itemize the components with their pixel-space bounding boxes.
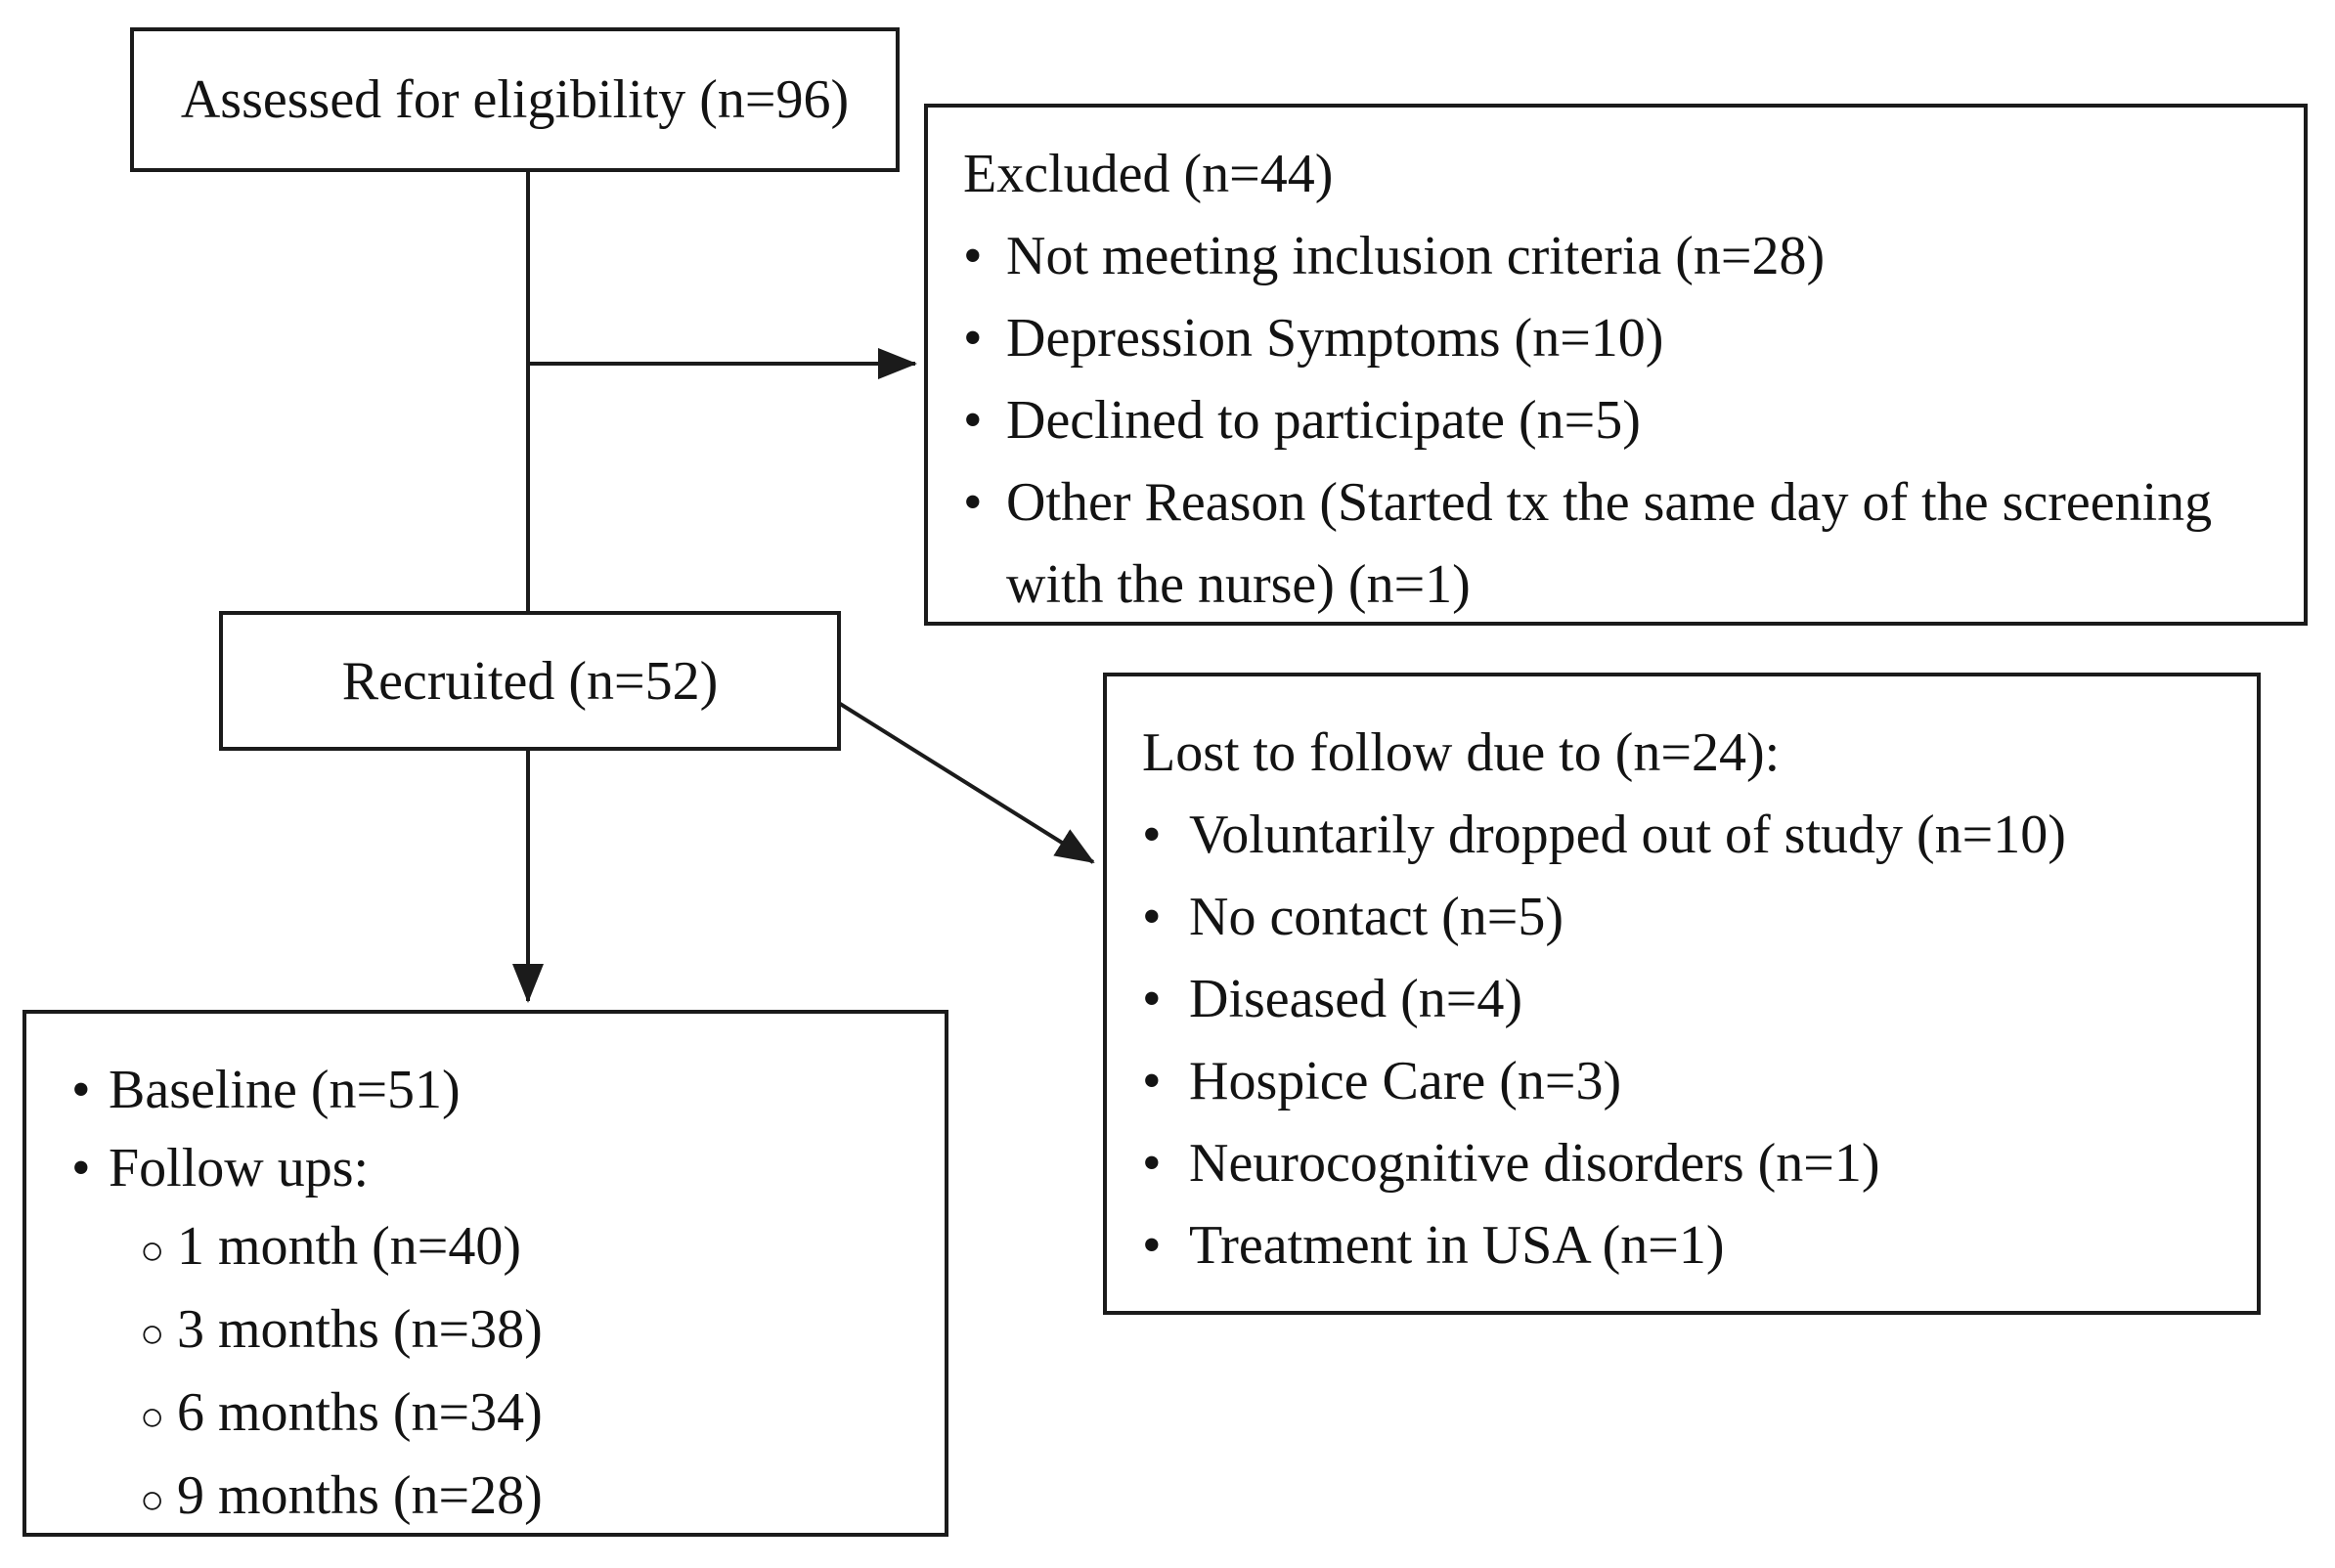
excluded-title: Excluded (n=44) bbox=[963, 144, 1334, 204]
connector-recruited-to-lost-arrow bbox=[835, 700, 1095, 864]
excluded-box: Excluded (n=44) • Not meeting inclusion … bbox=[924, 104, 2308, 626]
list-item: • Follow ups: bbox=[71, 1129, 921, 1207]
list-item: • Diseased (n=4) bbox=[1142, 958, 2227, 1040]
lost-list: • Voluntarily dropped out of study (n=10… bbox=[1142, 794, 2227, 1286]
list-item-text: Diseased (n=4) bbox=[1189, 969, 1523, 1029]
recruited-box: Recruited (n=52) bbox=[219, 611, 841, 751]
assessed-for-eligibility-box: Assessed for eligibility (n=96) bbox=[130, 27, 900, 172]
list-item: • Hospice Care (n=3) bbox=[1142, 1040, 2227, 1122]
list-item-text: Depression Symptoms (n=10) bbox=[1006, 308, 1664, 369]
lost-title: Lost to follow due to (n=24): bbox=[1142, 722, 1781, 783]
bullet-icon: • bbox=[1142, 805, 1162, 865]
assessed-label: Assessed for eligibility (n=96) bbox=[180, 69, 850, 130]
list-item: • Other Reason (Started tx the same day … bbox=[963, 461, 2270, 626]
lost-to-follow-box: Lost to follow due to (n=24): • Voluntar… bbox=[1103, 673, 2261, 1315]
bullet-icon: • bbox=[71, 1060, 91, 1120]
list-item-text: Baseline (n=51) bbox=[109, 1060, 461, 1120]
excluded-list: • Not meeting inclusion criteria (n=28) … bbox=[963, 215, 2270, 626]
list-item: ○ 3 months (n=38) bbox=[140, 1290, 921, 1373]
list-item: ○ 6 months (n=34) bbox=[140, 1373, 921, 1457]
list-item: ○ 9 months (n=28) bbox=[140, 1457, 921, 1540]
list-item-text: Treatment in USA (n=1) bbox=[1189, 1215, 1725, 1276]
circle-bullet-icon: ○ bbox=[140, 1229, 165, 1274]
followups-list: ○ 1 month (n=40) ○ 3 months (n=38) ○ 6 m… bbox=[140, 1207, 921, 1540]
recruited-label: Recruited (n=52) bbox=[341, 650, 719, 712]
list-item: ○ 1 month (n=40) bbox=[140, 1207, 921, 1290]
list-item: • Declined to participate (n=5) bbox=[963, 379, 2270, 461]
list-item-text: 9 months (n=28) bbox=[177, 1465, 543, 1526]
bullet-icon: • bbox=[963, 472, 983, 533]
bullet-icon: • bbox=[963, 390, 983, 451]
list-item: • Voluntarily dropped out of study (n=10… bbox=[1142, 794, 2227, 876]
circle-bullet-icon: ○ bbox=[140, 1478, 165, 1523]
list-item: • Neurocognitive disorders (n=1) bbox=[1142, 1122, 2227, 1204]
list-item: • Depression Symptoms (n=10) bbox=[963, 297, 2270, 379]
bullet-icon: • bbox=[1142, 969, 1162, 1029]
bullet-icon: • bbox=[1142, 1215, 1162, 1276]
circle-bullet-icon: ○ bbox=[140, 1395, 165, 1440]
list-item: • No contact (n=5) bbox=[1142, 876, 2227, 958]
list-item-text: Voluntarily dropped out of study (n=10) bbox=[1189, 805, 2066, 865]
list-item-text: Follow ups: bbox=[109, 1138, 370, 1198]
bullet-icon: • bbox=[963, 226, 983, 286]
list-item: • Not meeting inclusion criteria (n=28) bbox=[963, 215, 2270, 297]
list-item-text: Neurocognitive disorders (n=1) bbox=[1189, 1133, 1880, 1194]
circle-bullet-icon: ○ bbox=[140, 1312, 165, 1357]
list-item-text: No contact (n=5) bbox=[1189, 887, 1564, 947]
list-item-text: Declined to participate (n=5) bbox=[1006, 390, 1641, 451]
list-item-text: 1 month (n=40) bbox=[177, 1216, 521, 1277]
assessments-list: • Baseline (n=51) • Follow ups: bbox=[71, 1051, 921, 1207]
list-item: • Treatment in USA (n=1) bbox=[1142, 1204, 2227, 1286]
list-item-text: Other Reason (Started tx the same day of… bbox=[1006, 472, 2213, 615]
list-item: • Baseline (n=51) bbox=[71, 1051, 921, 1129]
bullet-icon: • bbox=[1142, 1133, 1162, 1194]
bullet-icon: • bbox=[1142, 887, 1162, 947]
list-item-text: Hospice Care (n=3) bbox=[1189, 1051, 1622, 1111]
bullet-icon: • bbox=[71, 1138, 91, 1198]
list-item-text: 6 months (n=34) bbox=[177, 1382, 543, 1443]
bullet-icon: • bbox=[1142, 1051, 1162, 1111]
list-item-text: Not meeting inclusion criteria (n=28) bbox=[1006, 226, 1826, 286]
list-item-text: 3 months (n=38) bbox=[177, 1299, 543, 1360]
bullet-icon: • bbox=[963, 308, 983, 369]
assessments-box: • Baseline (n=51) • Follow ups: ○ 1 mont… bbox=[22, 1010, 948, 1537]
